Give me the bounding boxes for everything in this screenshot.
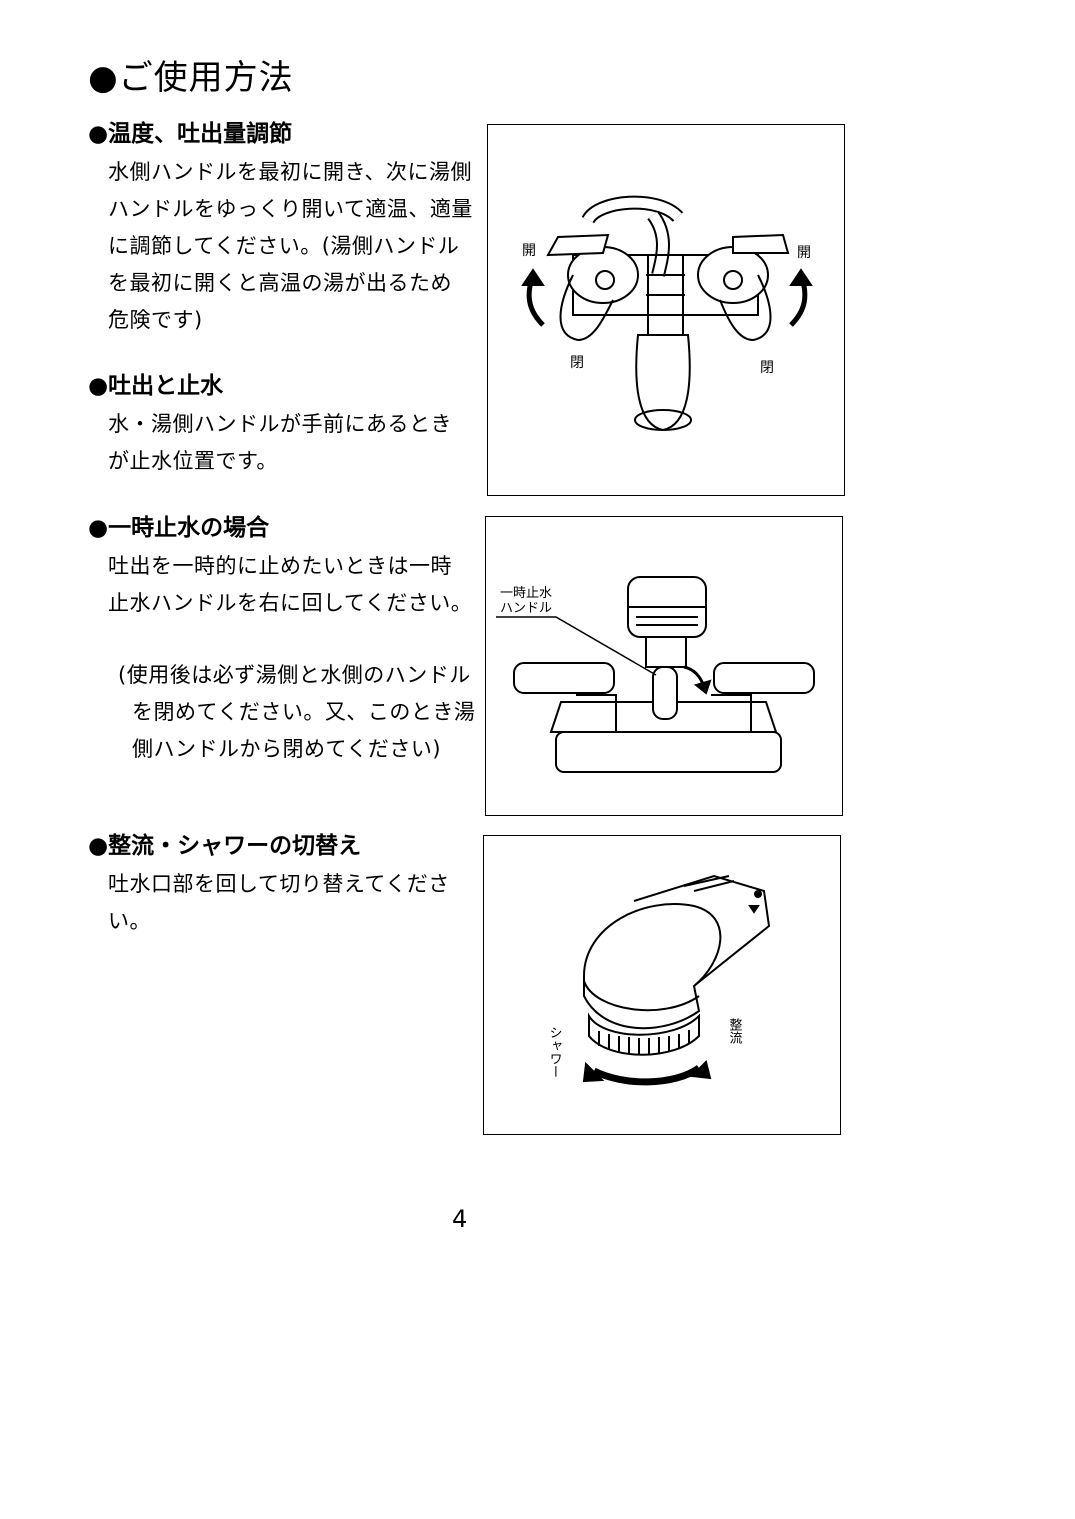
label-temporary-stop-line1: 一時止水: [500, 586, 552, 601]
label-straight: 整流: [727, 1018, 743, 1044]
section-title-temperature: ●温度、吐出量調節: [88, 121, 293, 147]
page-title: ●ご使用方法: [88, 58, 294, 98]
section-body-discharge-stop: 水・湯側ハンドルが手前にあるときが止水位置です。: [108, 412, 452, 473]
label-shower: シャワー: [547, 1026, 562, 1078]
section-body-temporary-stop: 吐出を一時的に止めたいときは一時止水ハンドルを右に回してください。: [108, 554, 473, 615]
label-open-right: 開: [797, 245, 811, 261]
spout-switch-illustration: シャワー 整流: [547, 874, 771, 1086]
label-close-right: 閉: [760, 360, 774, 376]
section-body-shower-switch: 吐水口部を回して切り替えてください。: [108, 872, 450, 933]
figure-faucet-handles: 開 開 閉 閉: [487, 124, 845, 496]
section-title-shower-switch: ●整流・シャワーの切替え: [88, 833, 362, 859]
section-title-temporary-stop: ●一時止水の場合: [88, 515, 270, 541]
label-temporary-stop-line2: ハンドル: [500, 601, 552, 616]
page-number: 4: [452, 1205, 468, 1233]
section-title-discharge-stop: ●吐出と止水: [88, 373, 224, 399]
faucet-handles-illustration: 開 開 閉 閉: [521, 195, 813, 432]
label-close-left: 閉: [570, 355, 584, 371]
label-open-left: 開: [522, 243, 536, 259]
section-note-temporary-stop: (使用後は必ず湯側と水側のハンドルを閉めてください。又、このとき湯側ハンドルから…: [118, 663, 476, 761]
figure-spout-switch: シャワー 整流: [483, 835, 841, 1135]
section-body-temperature: 水側ハンドルを最初に開き、次に湯側ハンドルをゆっくり開いて適温、適量に調節してく…: [108, 160, 473, 332]
temporary-stop-illustration: 一時止水 ハンドル: [496, 576, 815, 773]
figure-temporary-stop-handle: 一時止水 ハンドル: [485, 516, 843, 816]
